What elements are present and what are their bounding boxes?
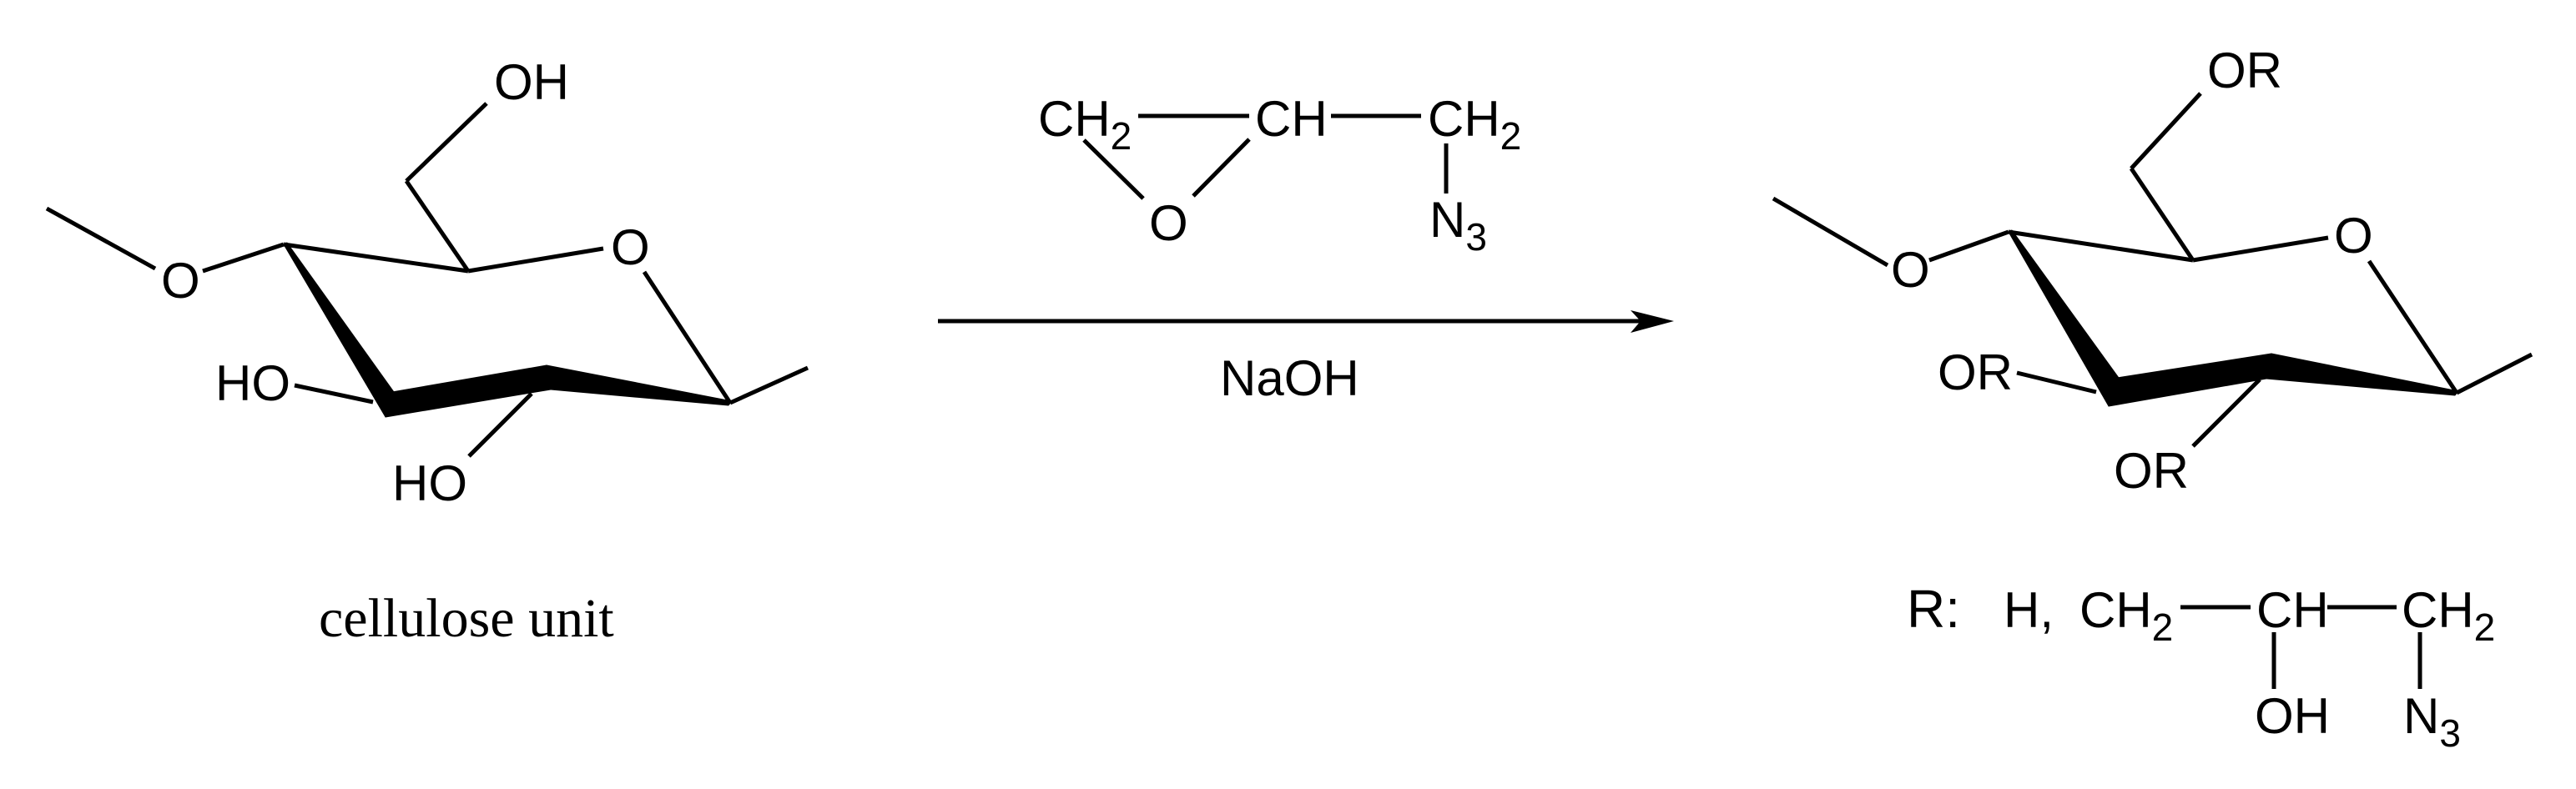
bond-c6-oh [405, 102, 488, 183]
epoxide-oxygen-label: O [1149, 195, 1188, 251]
azide-n-text: N [1429, 192, 1465, 248]
azidomethyl-ch2-subscript: 2 [1500, 114, 1522, 158]
wedge-c3-c2 [385, 364, 552, 418]
epoxide-ch-label: CH [1255, 91, 1328, 147]
c6-or-label: OR [2207, 43, 2282, 98]
bond-ch2-o-epoxide [1082, 138, 1145, 200]
c2-or-label: OR [2114, 443, 2189, 499]
epoxide-ch2-label: CH2 [1038, 91, 1132, 158]
bond-c1-chain-right [728, 365, 809, 405]
r-ch2-text: CH [2079, 582, 2152, 638]
r-ch2-subscript: 2 [2152, 606, 2174, 649]
wedge-c2-c1 [2266, 353, 2459, 396]
r-azide-subscript: 3 [2439, 711, 2461, 755]
azidomethyl-ch2-text: CH [1428, 91, 1500, 147]
c6-hydroxyl-label: OH [494, 54, 569, 110]
r-ch2-end-label: CH2 [2402, 582, 2495, 649]
bond-c5-ringO [467, 246, 604, 274]
c3-hydroxyl-label: HO [215, 355, 290, 411]
r-azide-label: N3 [2403, 688, 2461, 755]
bond-chain-left [45, 206, 157, 271]
r-ch-label: CH [2256, 582, 2329, 638]
glycosidic-oxygen-label: O [1891, 242, 1930, 298]
bond-o-c4 [1928, 229, 2009, 263]
bond-c4-c5 [283, 242, 469, 274]
reaction-arrow [938, 310, 1674, 333]
bond-c4-c5 [2008, 229, 2194, 263]
r-oh-label: OH [2255, 688, 2330, 744]
epoxide-ch2-subscript: 2 [1111, 114, 1132, 158]
glycosidic-oxygen-label: O [161, 253, 200, 309]
r-group-definition: R: H, CH2 CH CH2 OH N3 [1907, 579, 2495, 755]
c3-or-label: OR [1938, 344, 2013, 400]
bond-c1-chain-right [2455, 352, 2533, 395]
bond-c6-or [2130, 92, 2202, 170]
r-label: R: [1907, 579, 1960, 639]
wedge-c4-c3 [283, 242, 395, 418]
azide-label: N3 [1429, 192, 1487, 259]
bond-c3-oh [294, 383, 374, 405]
reaction-condition: NaOH [1220, 350, 1359, 406]
bond-c3-or [2016, 370, 2097, 394]
azidomethyl-ch2-label: CH2 [1428, 91, 1521, 158]
c2-hydroxyl-label: HO [392, 455, 467, 511]
r-ch2-end-subscript: 2 [2474, 606, 2496, 649]
bond-ch-o-epoxide [1192, 138, 1251, 198]
bond-ringO-c1 [2367, 259, 2459, 394]
bond-c2-oh [467, 392, 533, 458]
bond-chain-left [1772, 196, 1889, 268]
reactant-caption: cellulose unit [319, 588, 614, 649]
ring-oxygen-label: O [611, 219, 650, 275]
glycidyl-azide-structure: CH2 CH CH2 O N3 [1038, 91, 1521, 259]
arrow-head-icon [1631, 310, 1674, 333]
cellulose-unit-structure: O O OH HO HO [45, 54, 809, 511]
ring-oxygen-label: O [2334, 208, 2373, 264]
epoxide-ch2-text: CH [1038, 91, 1111, 147]
r-ch2-end-text: CH [2402, 582, 2474, 638]
bond-c2-or [2191, 378, 2261, 448]
bond-c5-c6 [404, 179, 471, 273]
bond-c5-c6 [2129, 167, 2195, 262]
bond-ringO-c1 [642, 270, 733, 405]
r-ch2-label: CH2 [2079, 582, 2173, 649]
bond-c5-ringO [2192, 235, 2329, 263]
r-option-hydrogen: H, [2004, 582, 2054, 638]
wedge-c2-c1 [546, 364, 733, 406]
azide-subscript: 3 [1465, 215, 1487, 259]
r-azide-n-text: N [2403, 688, 2439, 744]
wedge-c4-c3 [2008, 229, 2120, 407]
bond-o-c4 [202, 242, 285, 274]
wedge-c3-c2 [2108, 353, 2272, 407]
product-structure: O O OR OR OR [1772, 43, 2533, 499]
